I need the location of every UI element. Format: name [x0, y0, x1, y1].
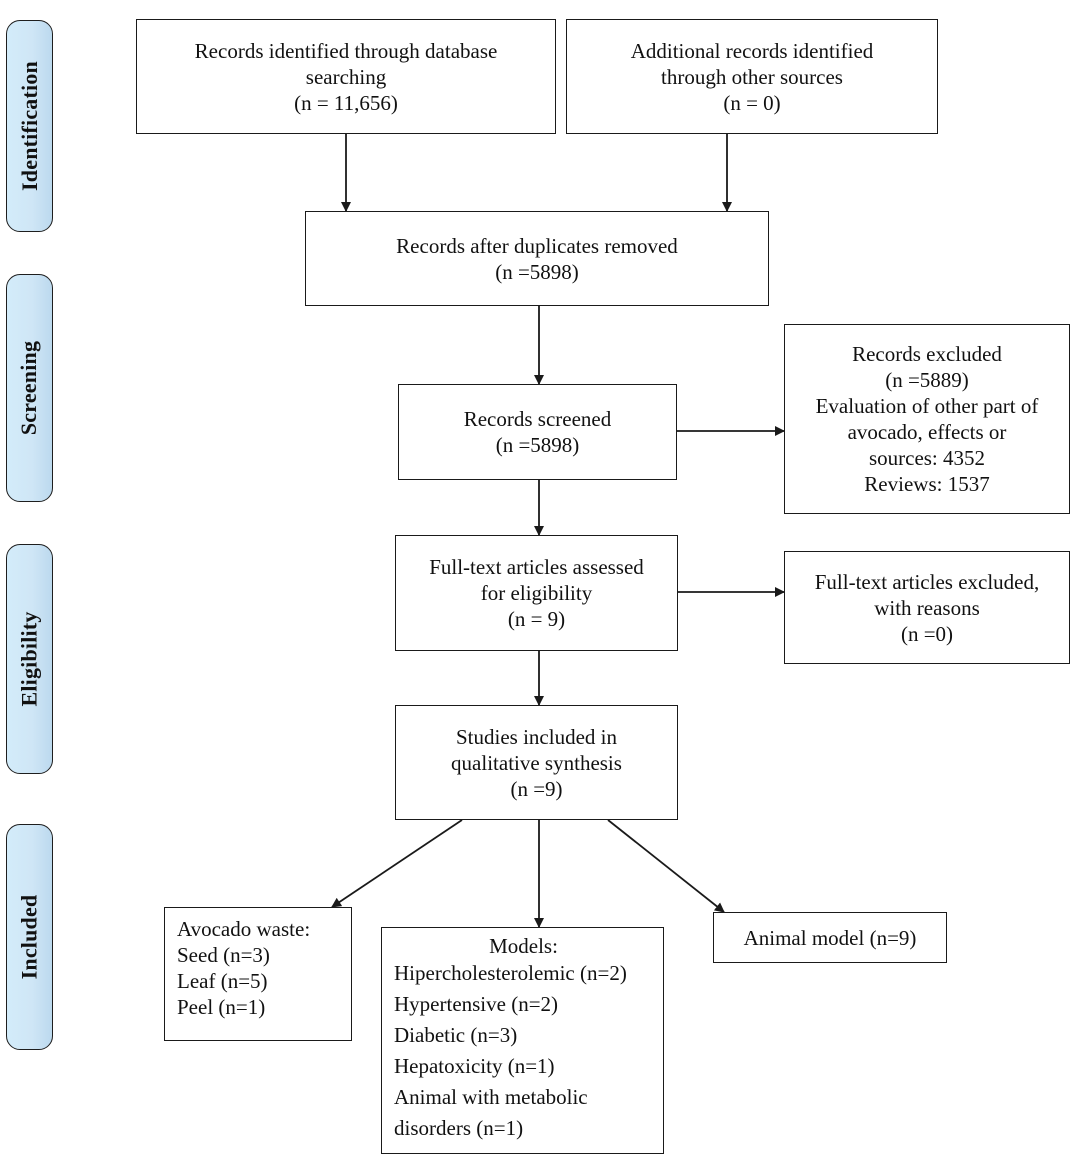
box-avocado-waste: Avocado waste: Seed (n=3) Leaf (n=5) Pee… — [164, 907, 352, 1041]
box-database-records: Records identified through database sear… — [136, 19, 556, 134]
box-text: Animal model (n=9) — [743, 925, 917, 950]
box-text: (n =0) — [900, 621, 954, 646]
box-text: Reviews: 1537 — [864, 472, 990, 496]
box-fulltext-assessed: Full-text articles assessed for eligibil… — [395, 535, 678, 651]
box-text: Hepatoxicity (n=1) — [394, 1054, 555, 1078]
stage-label-screening-text: Screening — [16, 340, 42, 436]
box-fulltext-excluded: Full-text articles excluded, with reason… — [784, 551, 1070, 664]
box-text: Leaf (n=5) — [177, 969, 268, 993]
stage-label-included-text: Included — [16, 894, 42, 980]
box-text: with reasons — [874, 595, 980, 620]
box-animal-model: Animal model (n=9) — [713, 912, 947, 963]
box-text: sources: 4352 — [868, 446, 986, 470]
box-text: (n =5898) — [495, 433, 580, 457]
stage-label-screening: Screening — [6, 274, 53, 502]
box-records-excluded: Records excluded (n =5889) Evaluation of… — [784, 324, 1070, 514]
box-text: Records identified through database — [194, 38, 498, 63]
box-text: Studies included in — [456, 724, 617, 749]
box-text: (n =9) — [510, 776, 563, 801]
box-text: avocado, effects or — [847, 420, 1007, 444]
stage-label-eligibility: Eligibility — [6, 544, 53, 774]
stage-label-identification: Identification — [6, 20, 53, 232]
box-text: Records screened — [463, 407, 612, 431]
box-text: Full-text articles assessed — [429, 555, 644, 579]
box-text: through other sources — [661, 64, 843, 89]
box-studies-included: Studies included in qualitative synthesi… — [395, 705, 678, 820]
box-models: Models: Hipercholesterolemic (n=2) Hyper… — [381, 927, 664, 1154]
stage-label-included: Included — [6, 824, 53, 1050]
box-text: disorders (n=1) — [394, 1116, 524, 1140]
box-text: (n = 9) — [507, 607, 566, 631]
stage-label-identification-text: Identification — [16, 61, 42, 191]
box-text: Evaluation of other part of — [815, 394, 1039, 418]
stage-label-eligibility-text: Eligibility — [16, 611, 42, 707]
box-heading: Avocado waste: — [177, 917, 311, 941]
box-text: qualitative synthesis — [451, 750, 622, 775]
box-text: Diabetic (n=3) — [394, 1023, 518, 1047]
box-text: Peel (n=1) — [177, 995, 266, 1019]
box-text: Full-text articles excluded, — [814, 569, 1040, 594]
box-text: Records after duplicates removed — [396, 233, 678, 258]
arrow-included-to-animal-model — [607, 819, 725, 913]
box-text: Additional records identified — [630, 38, 874, 63]
box-text: Hipercholesterolemic (n=2) — [394, 961, 627, 985]
box-text: Seed (n=3) — [177, 943, 270, 967]
box-text: (n =5898) — [495, 259, 579, 284]
box-text: Hypertensive (n=2) — [394, 992, 559, 1016]
box-text: for eligibility — [480, 581, 593, 605]
box-text: (n =5889) — [885, 368, 969, 392]
box-duplicates-removed: Records after duplicates removed (n =589… — [305, 211, 769, 306]
box-text: Animal with metabolic — [394, 1085, 588, 1109]
box-records-screened: Records screened (n =5898) — [398, 384, 677, 480]
box-text: (n = 11,656) — [294, 90, 398, 115]
arrow-included-to-waste — [331, 819, 463, 908]
box-text: (n = 0) — [723, 90, 781, 115]
box-other-records: Additional records identified through ot… — [566, 19, 938, 134]
box-text: searching — [305, 64, 387, 89]
box-heading: Models: — [489, 934, 558, 958]
box-text: Records excluded — [852, 342, 1002, 366]
